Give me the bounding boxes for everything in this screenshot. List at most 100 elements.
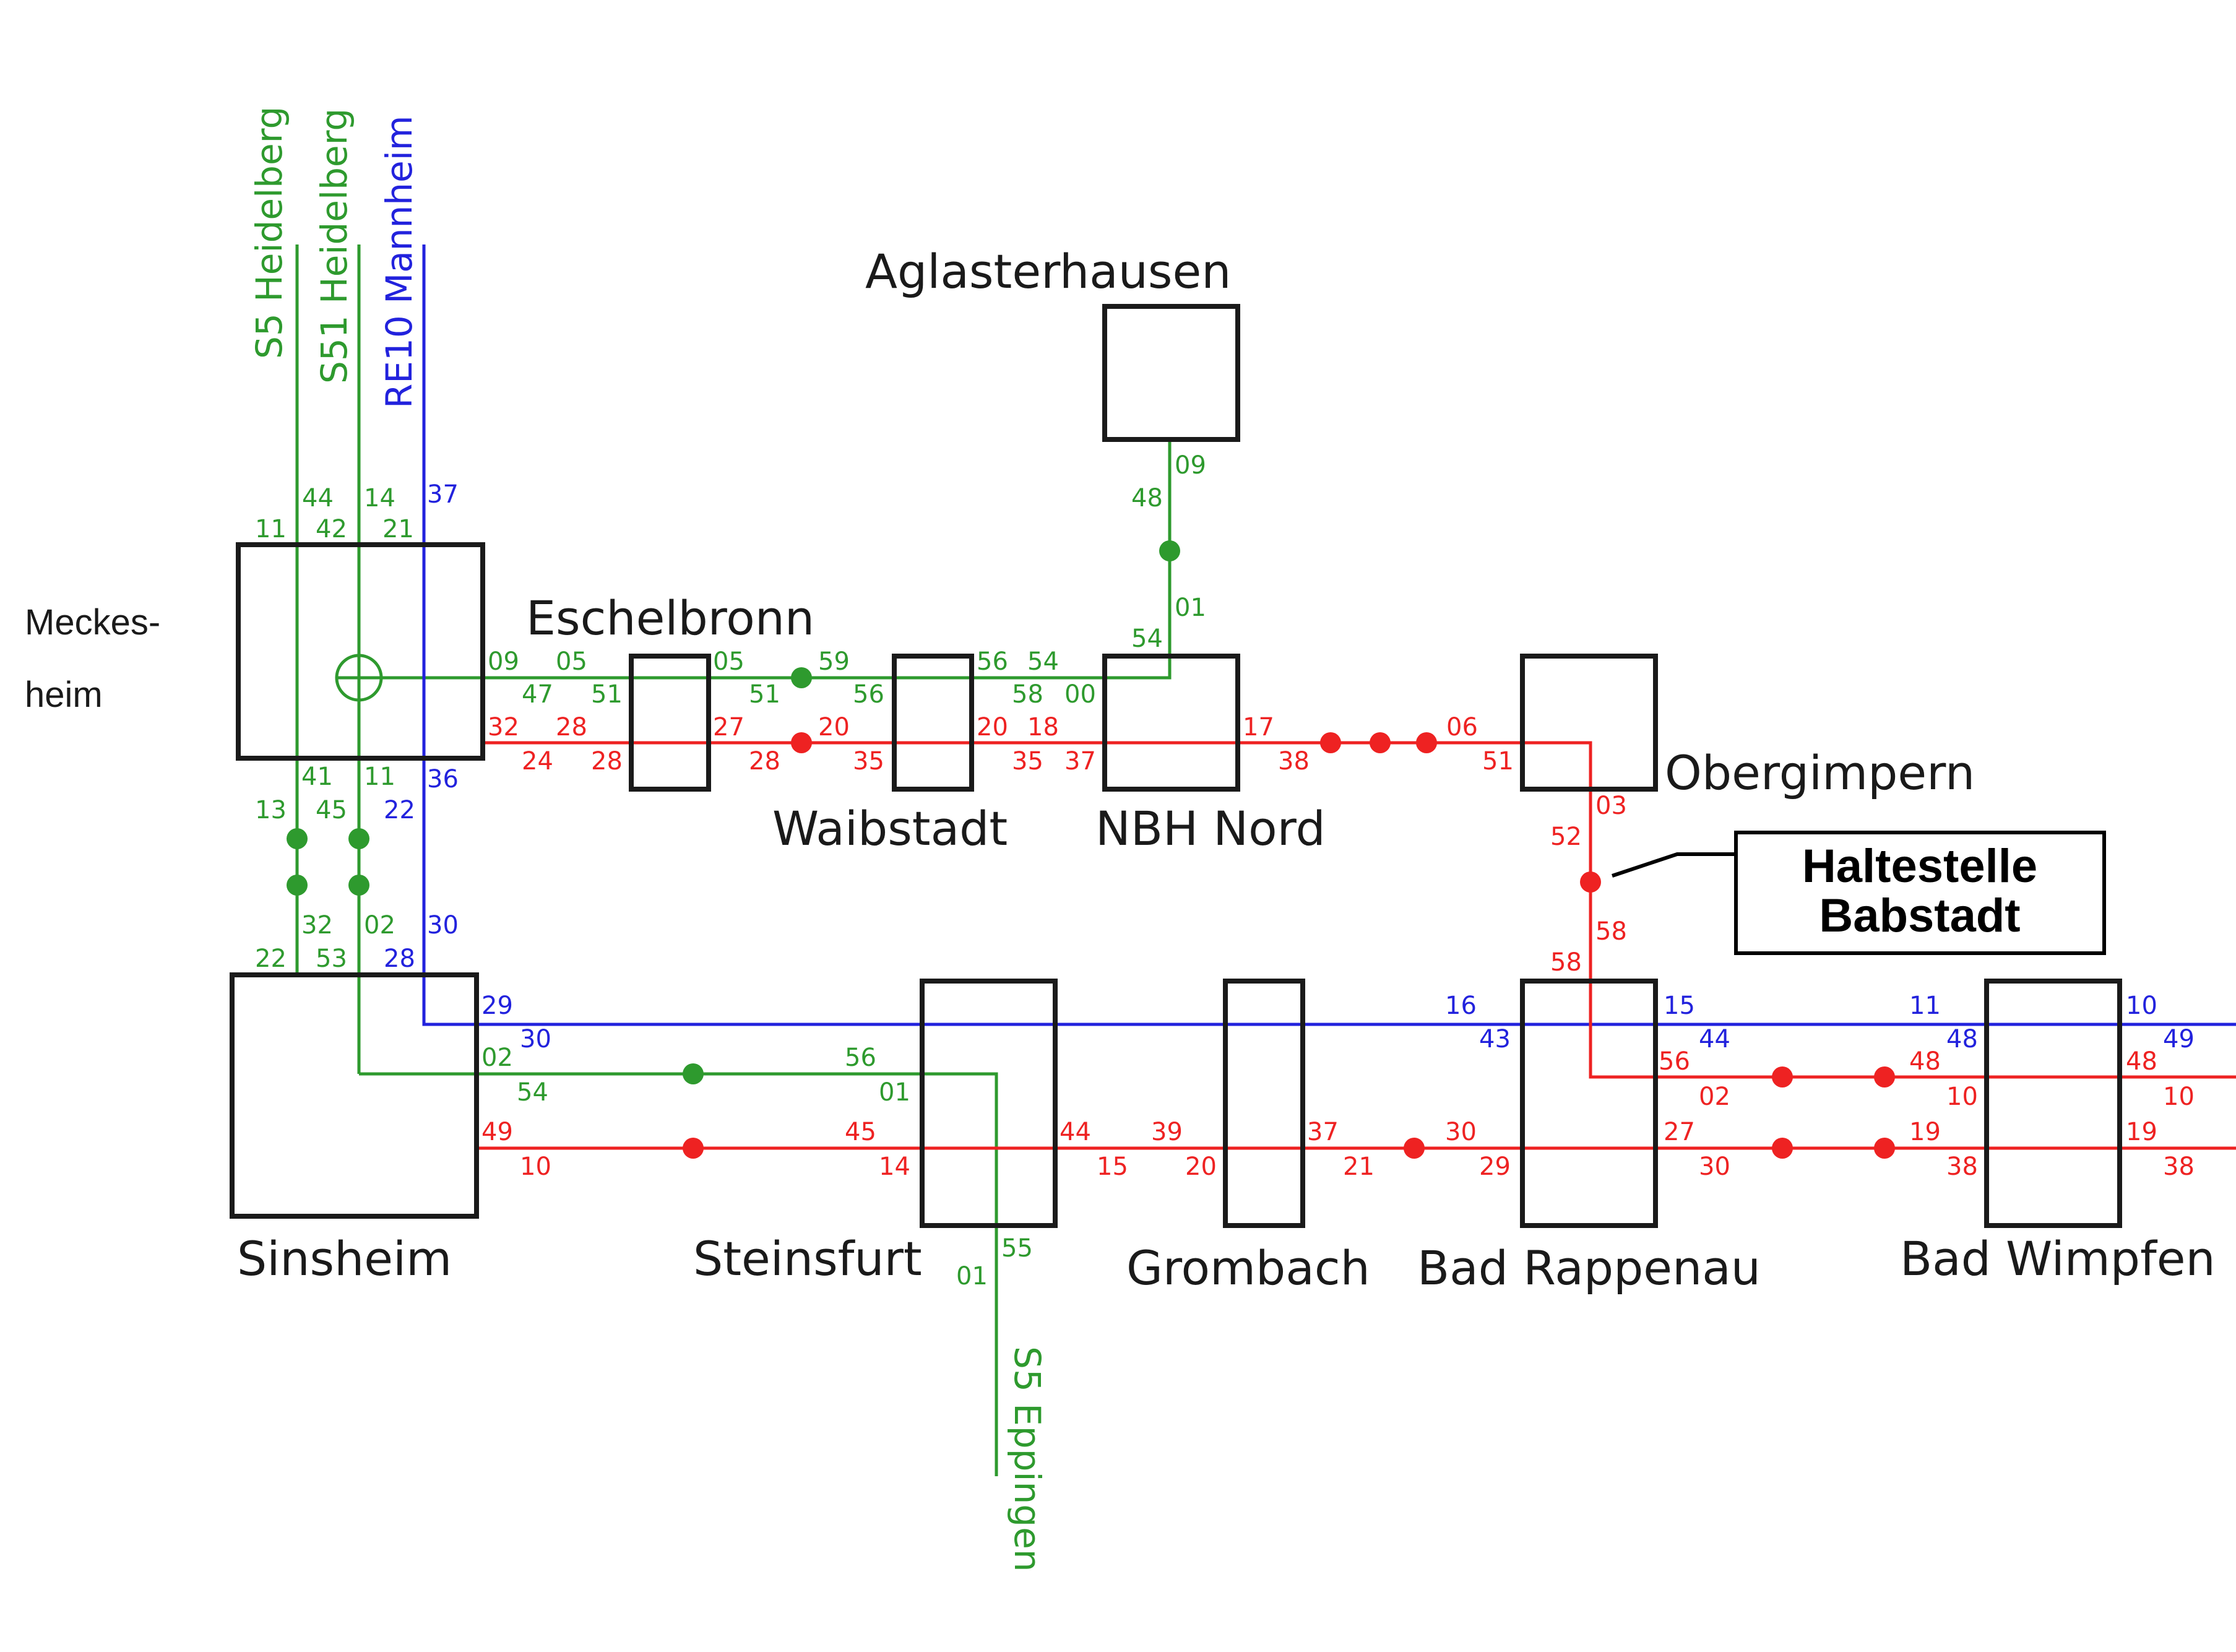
bad-rappenau-box[interactable] [1520, 979, 1658, 1228]
callout-line2: Babstadt [1819, 889, 2020, 942]
minute-label: 49 [2163, 1025, 2195, 1053]
aglasterhausen-box[interactable] [1102, 304, 1240, 442]
steinsfurt-box[interactable] [920, 979, 1058, 1228]
minute-label: 37 [1307, 1118, 1339, 1146]
minute-label: 58 [1595, 917, 1627, 946]
minute-label: 02 [481, 1044, 513, 1072]
minute-label: 30 [427, 911, 459, 940]
minute-label: 51 [1482, 747, 1514, 776]
minute-label: 11 [255, 515, 287, 543]
minute-label: 03 [1595, 792, 1627, 820]
bad-wimpfen-box[interactable] [1984, 979, 2122, 1228]
minute-label: 58 [1012, 680, 1043, 709]
minute-label: 28 [384, 945, 415, 973]
minute-label: 56 [977, 647, 1008, 676]
minute-label: 01 [956, 1262, 988, 1291]
minute-label: 51 [749, 680, 780, 709]
stop-dot[interactable] [1874, 1066, 1895, 1088]
minute-label: 27 [713, 713, 745, 742]
stop-dot[interactable] [791, 732, 812, 753]
minute-label: 54 [1131, 625, 1163, 653]
minute-label: 16 [1445, 992, 1477, 1020]
obergimpern-box[interactable] [1520, 654, 1658, 792]
stop-dot[interactable] [348, 875, 369, 896]
minute-label: 45 [316, 796, 347, 824]
minute-label: 35 [1012, 747, 1043, 776]
stop-dot[interactable] [683, 1063, 704, 1084]
minute-label: 47 [522, 680, 553, 709]
minute-label: 10 [1946, 1083, 1978, 1111]
stop-dot[interactable] [287, 828, 308, 849]
minute-label: 32 [488, 713, 519, 742]
blue-line [422, 244, 2236, 1026]
stop-dot[interactable] [683, 1138, 704, 1159]
eschelbronn-box[interactable] [629, 654, 711, 792]
minute-label: 41 [301, 763, 333, 791]
minute-label: 29 [1479, 1153, 1511, 1181]
nbh-nord-box[interactable] [1102, 654, 1240, 792]
minute-label: 58 [1550, 948, 1582, 977]
minute-label: 37 [1064, 747, 1096, 776]
minute-label: 28 [556, 713, 587, 742]
station-name-bad-wimpfen: Bad Wimpfen [1900, 1231, 2216, 1286]
stop-dot[interactable] [1159, 540, 1180, 561]
minute-label: 48 [2126, 1047, 2157, 1076]
minute-label: 48 [1131, 484, 1163, 512]
minute-label: 54 [1027, 647, 1059, 676]
minute-label: 21 [382, 515, 414, 543]
minute-label: 13 [255, 796, 287, 824]
callout-box [1734, 831, 2106, 955]
minute-label: 05 [713, 647, 745, 676]
stop-dot[interactable] [1874, 1138, 1895, 1159]
minute-label: 15 [1664, 992, 1695, 1020]
stop-dot[interactable] [791, 667, 812, 688]
babstadt-stop-dot[interactable] [1580, 871, 1601, 893]
minute-label: 10 [2163, 1083, 2195, 1111]
minute-label: 48 [1909, 1047, 1941, 1076]
minute-label: 06 [1446, 713, 1478, 742]
green-stops [287, 540, 1180, 1084]
minute-label: 05 [556, 647, 587, 676]
minute-label: 27 [1664, 1118, 1695, 1146]
minute-label: 30 [520, 1025, 551, 1053]
station-name-grombach: Grombach [1126, 1240, 1370, 1295]
minute-label: 53 [316, 945, 347, 973]
minute-label: 56 [845, 1044, 876, 1072]
minute-label: 14 [364, 484, 395, 512]
minute-label: 10 [2126, 992, 2157, 1020]
minute-label: 22 [255, 945, 287, 973]
station-name-obergimpern: Obergimpern [1665, 745, 1975, 800]
station-name-aglasterhausen: Aglasterhausen [865, 244, 1231, 299]
minute-label: 22 [384, 796, 415, 824]
callout-line1: Haltestelle [1802, 840, 2037, 893]
minute-label: 48 [1946, 1025, 1978, 1053]
grombach-box[interactable] [1223, 979, 1305, 1228]
s51-to-steinsfurt-track [359, 1072, 998, 1476]
stop-dot[interactable] [287, 875, 308, 896]
station-labels: Meckes- heim Eschelbronn Waibstadt NBH N… [25, 244, 2216, 1295]
stop-dot[interactable] [1370, 732, 1391, 753]
stop-dot[interactable] [1772, 1138, 1793, 1159]
meckesheim-box[interactable] [236, 542, 485, 761]
minute-label: 44 [302, 484, 334, 512]
stop-dot[interactable] [1772, 1066, 1793, 1088]
sinsheim-box[interactable] [230, 972, 479, 1219]
minute-label: 09 [1175, 451, 1206, 480]
stop-dot[interactable] [1416, 732, 1437, 753]
minute-label: 30 [1445, 1118, 1477, 1146]
stop-dot[interactable] [1404, 1138, 1425, 1159]
red-lines [477, 741, 2236, 1150]
minute-label: 02 [1699, 1083, 1730, 1111]
minute-label: 20 [977, 713, 1008, 742]
minute-label: 44 [1060, 1118, 1091, 1146]
stop-dot[interactable] [1320, 732, 1341, 753]
minute-label: 30 [1699, 1153, 1730, 1181]
waibstadt-box[interactable] [892, 654, 974, 792]
minute-label: 28 [591, 747, 623, 776]
minute-label: 32 [301, 911, 333, 940]
stop-dot[interactable] [348, 828, 369, 849]
minute-label: 19 [1909, 1118, 1941, 1146]
minute-label: 11 [1909, 992, 1941, 1020]
minute-label: 18 [1027, 713, 1059, 742]
